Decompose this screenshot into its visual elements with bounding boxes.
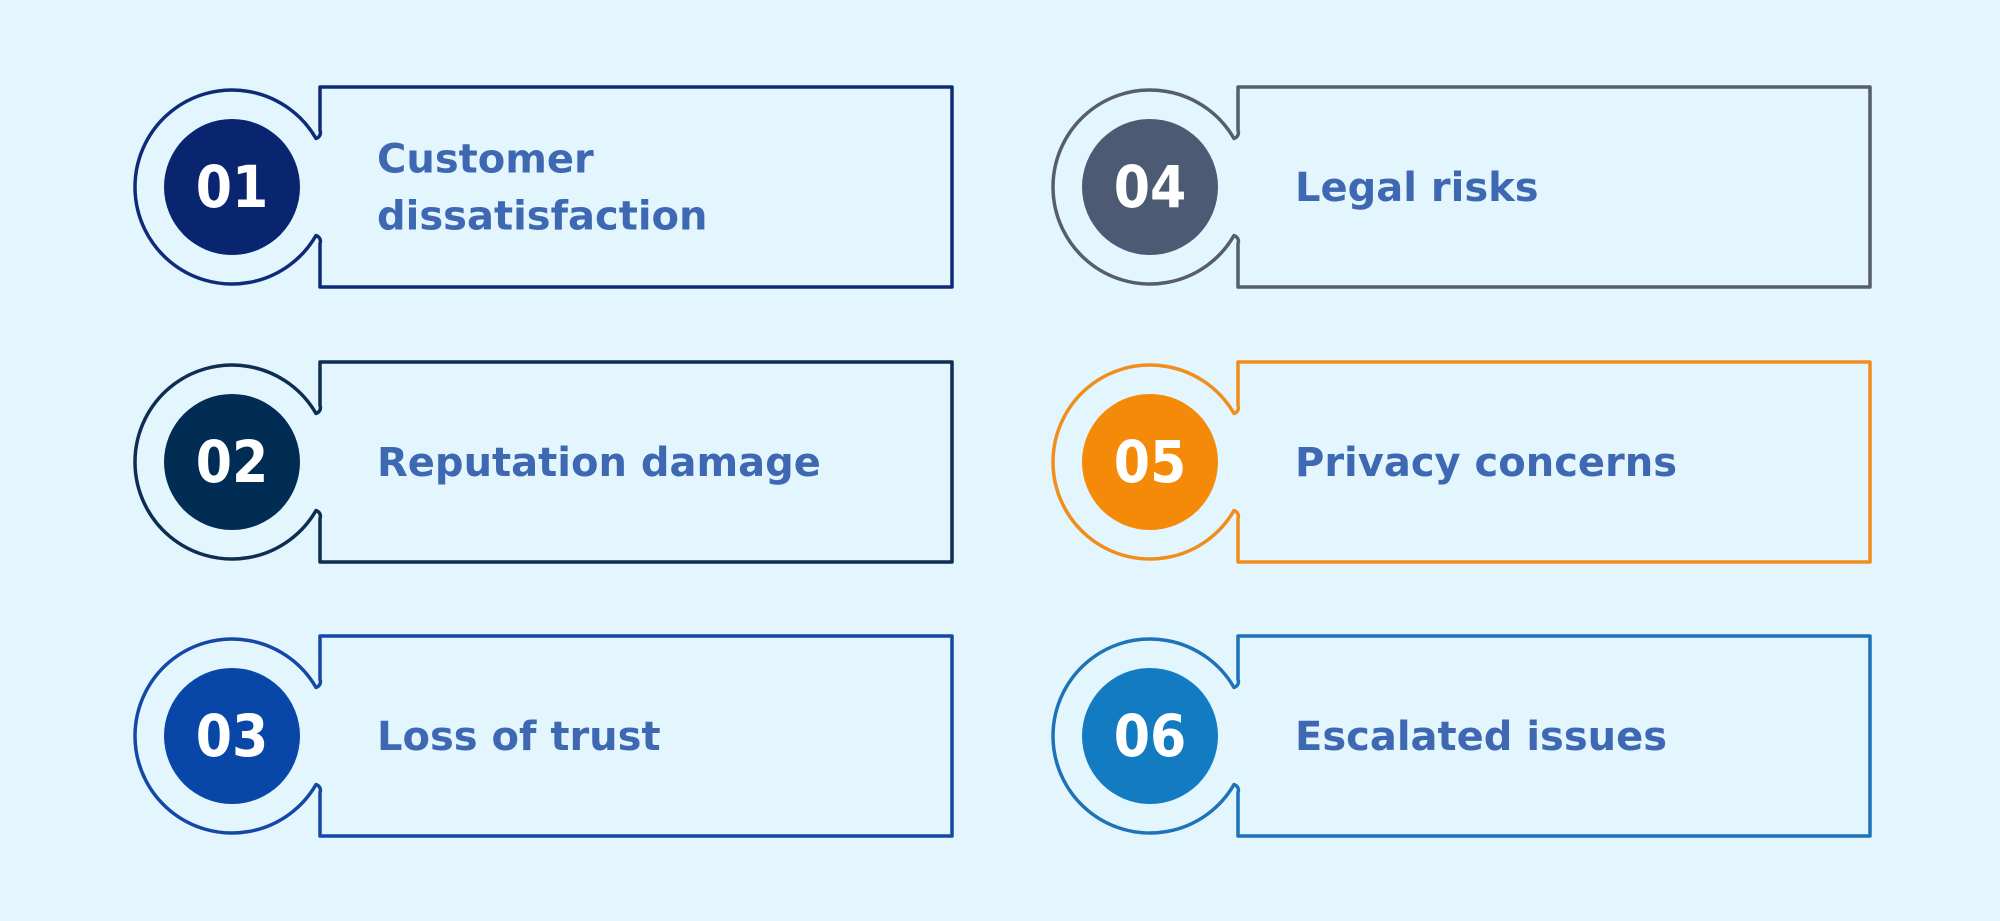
number-badge: [1082, 394, 1218, 530]
card-outline: [133, 360, 954, 564]
card-outline: [1051, 85, 1872, 289]
number-badge: [1082, 119, 1218, 255]
card-label: Privacy concerns: [1295, 440, 1677, 486]
badge-number: 05: [1114, 428, 1187, 496]
badge-number: 04: [1114, 153, 1187, 221]
card-label: dissatisfaction: [377, 194, 708, 240]
risk-card-05: 05 Privacy concerns: [1051, 360, 1872, 564]
card-outline: [133, 634, 954, 838]
risk-card-06: 06 Escalated issues: [1051, 634, 1872, 838]
badge-number: 06: [1114, 702, 1187, 770]
risk-card-01: 01 Customer dissatisfaction: [133, 85, 954, 289]
badge-number: 02: [196, 428, 269, 496]
card-label: Loss of trust: [377, 714, 661, 760]
card-label: Legal risks: [1295, 165, 1539, 211]
risk-card-02: 02 Reputation damage: [133, 360, 954, 564]
card-outline: [133, 85, 954, 289]
number-badge: [164, 394, 300, 530]
number-badge: [1082, 668, 1218, 804]
number-badge: [164, 668, 300, 804]
card-label: Customer: [377, 137, 594, 183]
card-label: Escalated issues: [1295, 714, 1667, 760]
card-outline: [1051, 360, 1872, 564]
badge-number: 01: [196, 153, 269, 221]
risk-card-03: 03 Loss of trust: [133, 634, 954, 838]
card-outline: [1051, 634, 1872, 838]
card-label: Reputation damage: [377, 440, 821, 486]
badge-number: 03: [196, 702, 269, 770]
number-badge: [164, 119, 300, 255]
risk-card-04: 04 Legal risks: [1051, 85, 1872, 289]
